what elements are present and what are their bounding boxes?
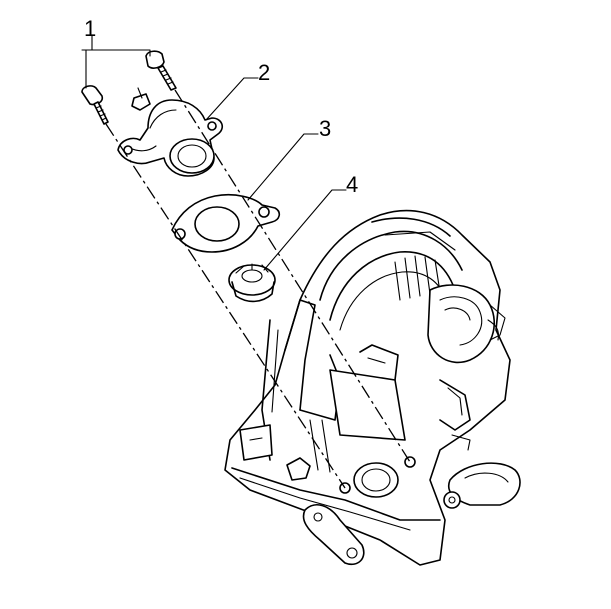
lower-bracket bbox=[302, 504, 365, 565]
leader-lines bbox=[81, 35, 347, 271]
thermostat bbox=[228, 263, 276, 303]
callout-3: 3 bbox=[319, 116, 331, 141]
water-outlet bbox=[117, 87, 224, 177]
alignment-lines bbox=[105, 89, 411, 489]
gasket bbox=[171, 193, 281, 253]
intake-manifold bbox=[224, 209, 521, 566]
callouts: 1 2 3 4 bbox=[84, 16, 358, 197]
callout-4: 4 bbox=[346, 172, 358, 197]
bolt-left bbox=[81, 85, 109, 125]
coolant-port bbox=[353, 462, 399, 498]
callout-1: 1 bbox=[84, 16, 96, 41]
hose-fitting bbox=[443, 462, 521, 509]
bolt-right bbox=[145, 50, 177, 91]
callout-2: 2 bbox=[258, 60, 270, 85]
